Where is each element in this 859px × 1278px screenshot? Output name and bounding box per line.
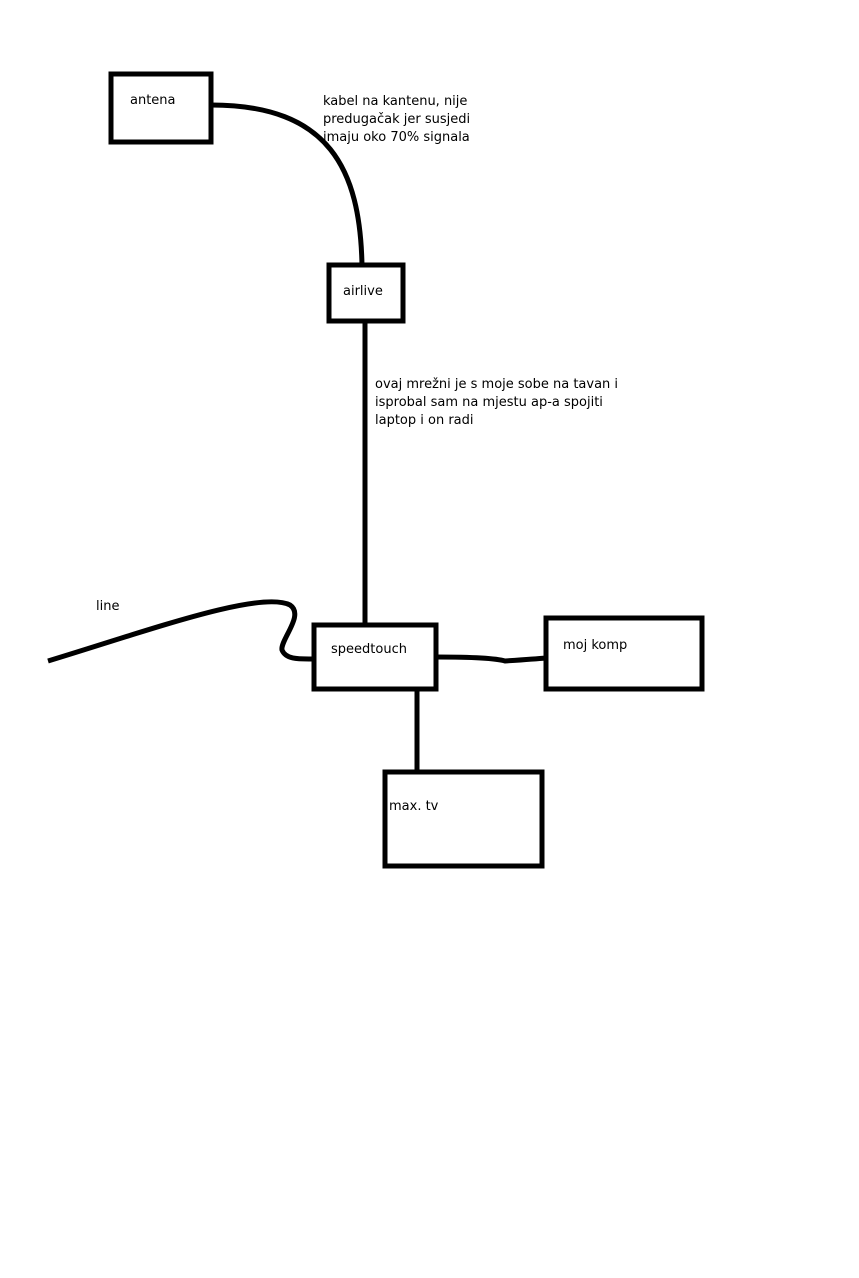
note-line: imaju oko 70% signala — [323, 130, 470, 145]
note-line: ovaj mrežni je s moje sobe na tavan i — [375, 377, 619, 392]
moj-komp-box — [543, 615, 705, 692]
pc-cable — [435, 654, 547, 664]
note-line: predugačak jer susjedi — [323, 112, 471, 127]
speedtouch-label: speedtouch — [331, 642, 407, 657]
line-label: line — [96, 599, 120, 614]
note-line: laptop i on radi — [375, 413, 474, 428]
max-tv-label: max. tv — [389, 799, 439, 814]
moj-komp-label: moj komp — [563, 638, 628, 653]
antenna-cable — [210, 102, 365, 266]
network-cable-note: ovaj mrežni je s moje sobe na tavan i is… — [375, 376, 618, 430]
line-cable — [47, 599, 315, 664]
max-tv-box — [382, 769, 545, 869]
note-line: isprobal sam na mjestu ap-a spojiti — [375, 395, 603, 410]
antena-label: antena — [130, 93, 176, 108]
antenna-cable-note: kabel na kantenu, nije predugačak jer su… — [323, 93, 470, 147]
antena-box — [108, 71, 214, 145]
airlive-label: airlive — [343, 284, 383, 299]
note-line: kabel na kantenu, nije — [323, 94, 468, 109]
